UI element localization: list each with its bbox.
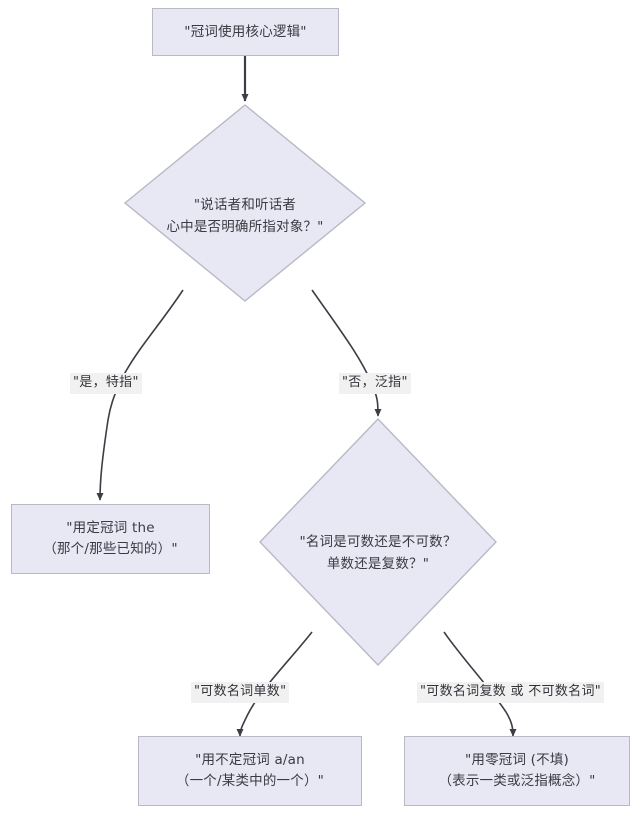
edge-countable-singular xyxy=(236,631,313,737)
node-result-a-an[interactable]: "用不定冠词 a/an （一个/某类中的一个）" xyxy=(138,736,362,806)
node-result-a-an-label: "用不定冠词 a/an （一个/某类中的一个）" xyxy=(175,752,325,789)
node-result-the-label: "用定冠词 the （那个/那些已知的）" xyxy=(43,520,178,557)
node-result-the[interactable]: "用定冠词 the （那个/那些已知的）" xyxy=(11,504,210,574)
decision-definite-shape xyxy=(124,104,366,302)
edge-label-yes-definite: "是，特指" xyxy=(70,373,142,394)
edge-no-generic xyxy=(311,289,382,417)
edge-label-plural-or-uncountable: "可数名词复数 或 不可数名词" xyxy=(417,682,605,703)
node-result-zero[interactable]: "用零冠词 (不填) （表示一类或泛指概念）" xyxy=(404,736,630,806)
edge-label-countable-singular: "可数名词单数" xyxy=(191,682,290,703)
edge-plural-or-uncountable xyxy=(443,631,517,737)
edge-label-no-generic: "否，泛指" xyxy=(339,373,411,394)
node-start-label: "冠词使用核心逻辑" xyxy=(184,23,307,40)
node-decision-definite[interactable]: "说话者和听话者 心中是否明确所指对象？" xyxy=(124,104,366,302)
node-decision-countable[interactable]: "名词是可数还是不可数？ 单数还是复数？" xyxy=(259,418,497,666)
node-start[interactable]: "冠词使用核心逻辑" xyxy=(152,8,339,56)
edge-yes-definite xyxy=(96,289,184,501)
node-result-zero-label: "用零冠词 (不填) （表示一类或泛指概念）" xyxy=(438,752,596,789)
decision-countable-shape xyxy=(259,418,497,666)
